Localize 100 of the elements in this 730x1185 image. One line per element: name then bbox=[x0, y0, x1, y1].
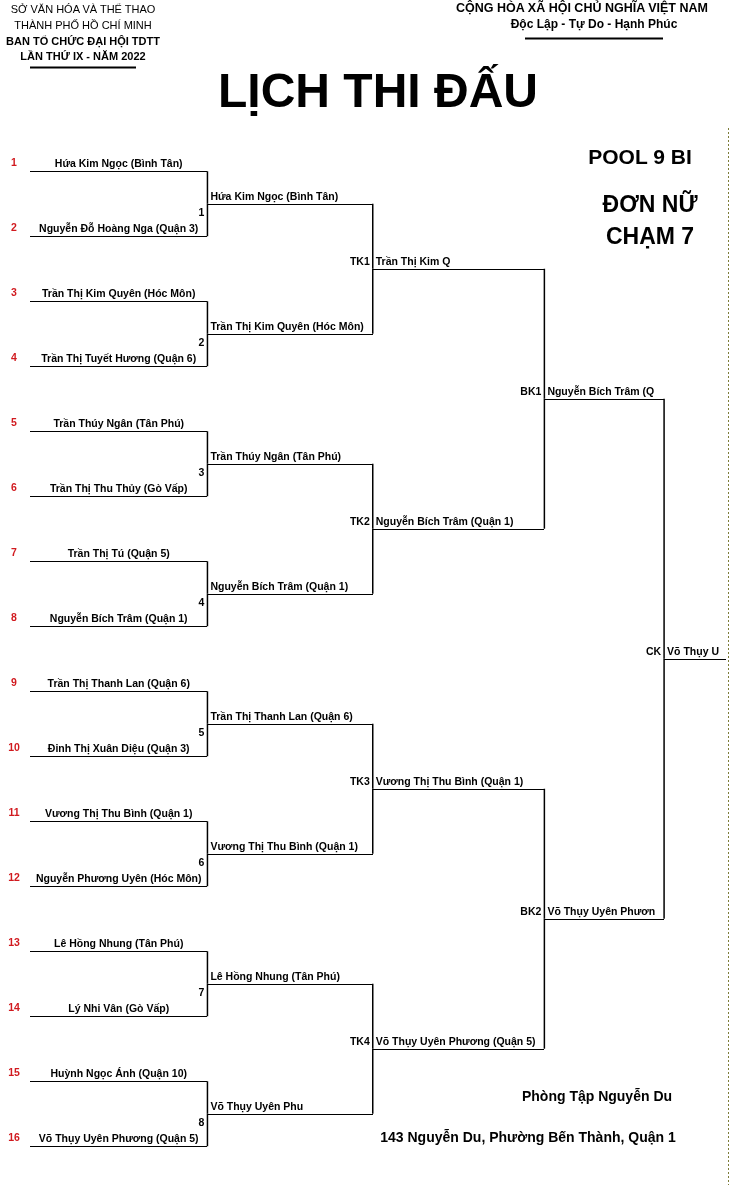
venue-name: Phòng Tập Nguyễn Du bbox=[521, 1088, 673, 1105]
winner-entry: Võ Thụy Uyên Phương (Quận 5) bbox=[372, 1031, 545, 1050]
bracket-connector bbox=[543, 788, 546, 920]
match-number: 8 bbox=[198, 1115, 205, 1129]
event-category: ĐƠN NỮ bbox=[602, 191, 698, 219]
bracket-connector bbox=[206, 723, 209, 757]
bracket-connector bbox=[206, 430, 209, 465]
seed-number: 15 bbox=[8, 1066, 20, 1079]
seed-number: 14 bbox=[8, 1001, 20, 1014]
bracket-connector bbox=[372, 723, 374, 790]
match-number: 4 bbox=[198, 595, 205, 609]
player-entry: Đinh Thị Xuân Diệu (Quận 3) bbox=[30, 739, 208, 757]
seed-number: 8 bbox=[11, 611, 17, 624]
seed-number: 7 bbox=[11, 546, 17, 559]
bracket-connector bbox=[206, 593, 209, 627]
winner-entry: Trần Thị Thanh Lan (Quận 6) bbox=[207, 706, 373, 725]
player-entry: Nguyễn Phương Uyên (Hóc Môn) bbox=[30, 869, 208, 887]
winner-entry: Hứa Kim Ngọc (Bình Tân) bbox=[207, 186, 373, 205]
seed-number: 3 bbox=[11, 286, 17, 299]
seed-number: 13 bbox=[8, 936, 20, 949]
bracket-connector bbox=[372, 463, 374, 530]
bracket-connector bbox=[372, 203, 374, 270]
winner-entry: Vương Thị Thu Bình (Quận 1) bbox=[207, 836, 373, 855]
player-entry: Trần Thúy Ngân (Tân Phú) bbox=[30, 414, 208, 432]
winner-entry: Nguyễn Bích Trâm (Quận 1) bbox=[207, 576, 373, 595]
seed-number: 4 bbox=[11, 351, 17, 364]
bracket-connector bbox=[206, 560, 209, 595]
header-text: SỞ VĂN HÓA VÀ THỂ THAO bbox=[10, 3, 156, 17]
player-entry: Huỳnh Ngọc Ánh (Quận 10) bbox=[30, 1064, 208, 1082]
bracket-connector bbox=[206, 1080, 209, 1115]
player-entry: Trần Thị Kim Quyên (Hóc Môn) bbox=[30, 284, 208, 302]
header-text: BAN TỔ CHỨC ĐẠI HỘI TDTT bbox=[6, 35, 160, 49]
bracket-connector bbox=[543, 918, 546, 1050]
match-number: 6 bbox=[198, 855, 205, 869]
venue-address: 143 Nguyễn Du, Phường Bến Thành, Quận 1 bbox=[380, 1129, 676, 1146]
player-entry: Trần Thị Thanh Lan (Quận 6) bbox=[30, 674, 208, 692]
seed-number: 9 bbox=[11, 676, 17, 689]
round-label: CK bbox=[645, 644, 662, 658]
bracket-connector bbox=[206, 853, 209, 887]
player-entry: Lê Hồng Nhung (Tân Phú) bbox=[30, 934, 208, 952]
bracket-connector bbox=[663, 658, 665, 920]
player-entry: Trần Thị Thu Thủy (Gò Vấp) bbox=[30, 479, 208, 497]
bracket-connector bbox=[372, 983, 374, 1050]
winner-entry: Trần Thúy Ngân (Tân Phú) bbox=[207, 446, 373, 465]
bracket-connector bbox=[206, 170, 209, 205]
seed-number: 10 bbox=[8, 741, 20, 754]
bracket-connector bbox=[206, 333, 209, 367]
winner-entry: Vương Thị Thu Bình (Quận 1) bbox=[372, 771, 545, 790]
round-label: BK1 bbox=[520, 384, 542, 398]
seed-number: 11 bbox=[8, 806, 20, 819]
player-entry: Hứa Kim Ngọc (Bình Tân) bbox=[30, 154, 208, 172]
bracket-connector bbox=[372, 268, 374, 335]
seed-number: 12 bbox=[8, 871, 20, 884]
page-title: LỊCH THI ĐẤU bbox=[218, 63, 538, 119]
bracket-connector bbox=[206, 983, 209, 1017]
bracket-connector bbox=[206, 820, 209, 855]
seed-number: 2 bbox=[11, 221, 17, 234]
match-number: 5 bbox=[198, 725, 205, 739]
player-entry: Trần Thị Tuyết Hương (Quận 6) bbox=[30, 349, 208, 367]
match-number: 1 bbox=[198, 205, 205, 219]
seed-number: 16 bbox=[8, 1131, 20, 1144]
round-label: BK2 bbox=[520, 904, 542, 918]
bracket-connector bbox=[372, 788, 374, 855]
round-label: TK3 bbox=[349, 774, 370, 788]
bracket-connector bbox=[206, 463, 209, 497]
bracket-connector bbox=[372, 528, 374, 595]
round-label: TK4 bbox=[349, 1034, 370, 1048]
bracket-connector bbox=[206, 1113, 209, 1147]
bracket-connector bbox=[206, 203, 209, 237]
motto-text: Độc Lập - Tự Do - Hạnh Phúc bbox=[510, 17, 678, 32]
bracket-connector bbox=[206, 950, 209, 985]
bracket-connector bbox=[372, 1048, 374, 1115]
winner-entry: Võ Thụy U bbox=[664, 641, 726, 660]
seed-number: 5 bbox=[11, 416, 17, 429]
player-entry: Vương Thị Thu Bình (Quận 1) bbox=[30, 804, 208, 822]
header-text: THÀNH PHỐ HỒ CHÍ MINH bbox=[14, 19, 152, 33]
player-entry: Lý Nhi Vân (Gò Vấp) bbox=[30, 999, 208, 1017]
seed-number: 6 bbox=[11, 481, 17, 494]
bracket-connector bbox=[543, 268, 546, 400]
winner-entry: Trần Thị Kim Q bbox=[372, 251, 545, 270]
winner-entry: Võ Thụy Uyên Phươn bbox=[544, 901, 665, 920]
player-entry: Nguyễn Bích Trâm (Quận 1) bbox=[30, 609, 208, 627]
bracket-connector bbox=[543, 398, 546, 530]
bracket-connector bbox=[206, 690, 209, 725]
round-label: TK1 bbox=[349, 254, 370, 268]
bracket-connector bbox=[206, 300, 209, 335]
match-number: 7 bbox=[198, 985, 205, 999]
event-name: POOL 9 BI bbox=[588, 144, 692, 170]
player-entry: Trần Thị Tú (Quận 5) bbox=[30, 544, 208, 562]
winner-entry: Nguyễn Bích Trâm (Q bbox=[544, 381, 665, 400]
header-text: CỘNG HÒA XÃ HỘI CHỦ NGHĨA VIỆT NAM bbox=[456, 1, 708, 16]
seed-number: 1 bbox=[11, 156, 17, 169]
header-text: LẦN THỨ IX - NĂM 2022 bbox=[20, 50, 146, 64]
winner-entry: Nguyễn Bích Trâm (Quận 1) bbox=[372, 511, 545, 530]
round-label: TK2 bbox=[349, 514, 370, 528]
match-number: 2 bbox=[198, 335, 205, 349]
winner-entry: Trần Thị Kim Quyên (Hóc Môn) bbox=[207, 316, 373, 335]
winner-entry: Võ Thụy Uyên Phu bbox=[207, 1096, 373, 1115]
bracket-connector bbox=[663, 398, 665, 660]
match-number: 3 bbox=[198, 465, 205, 479]
